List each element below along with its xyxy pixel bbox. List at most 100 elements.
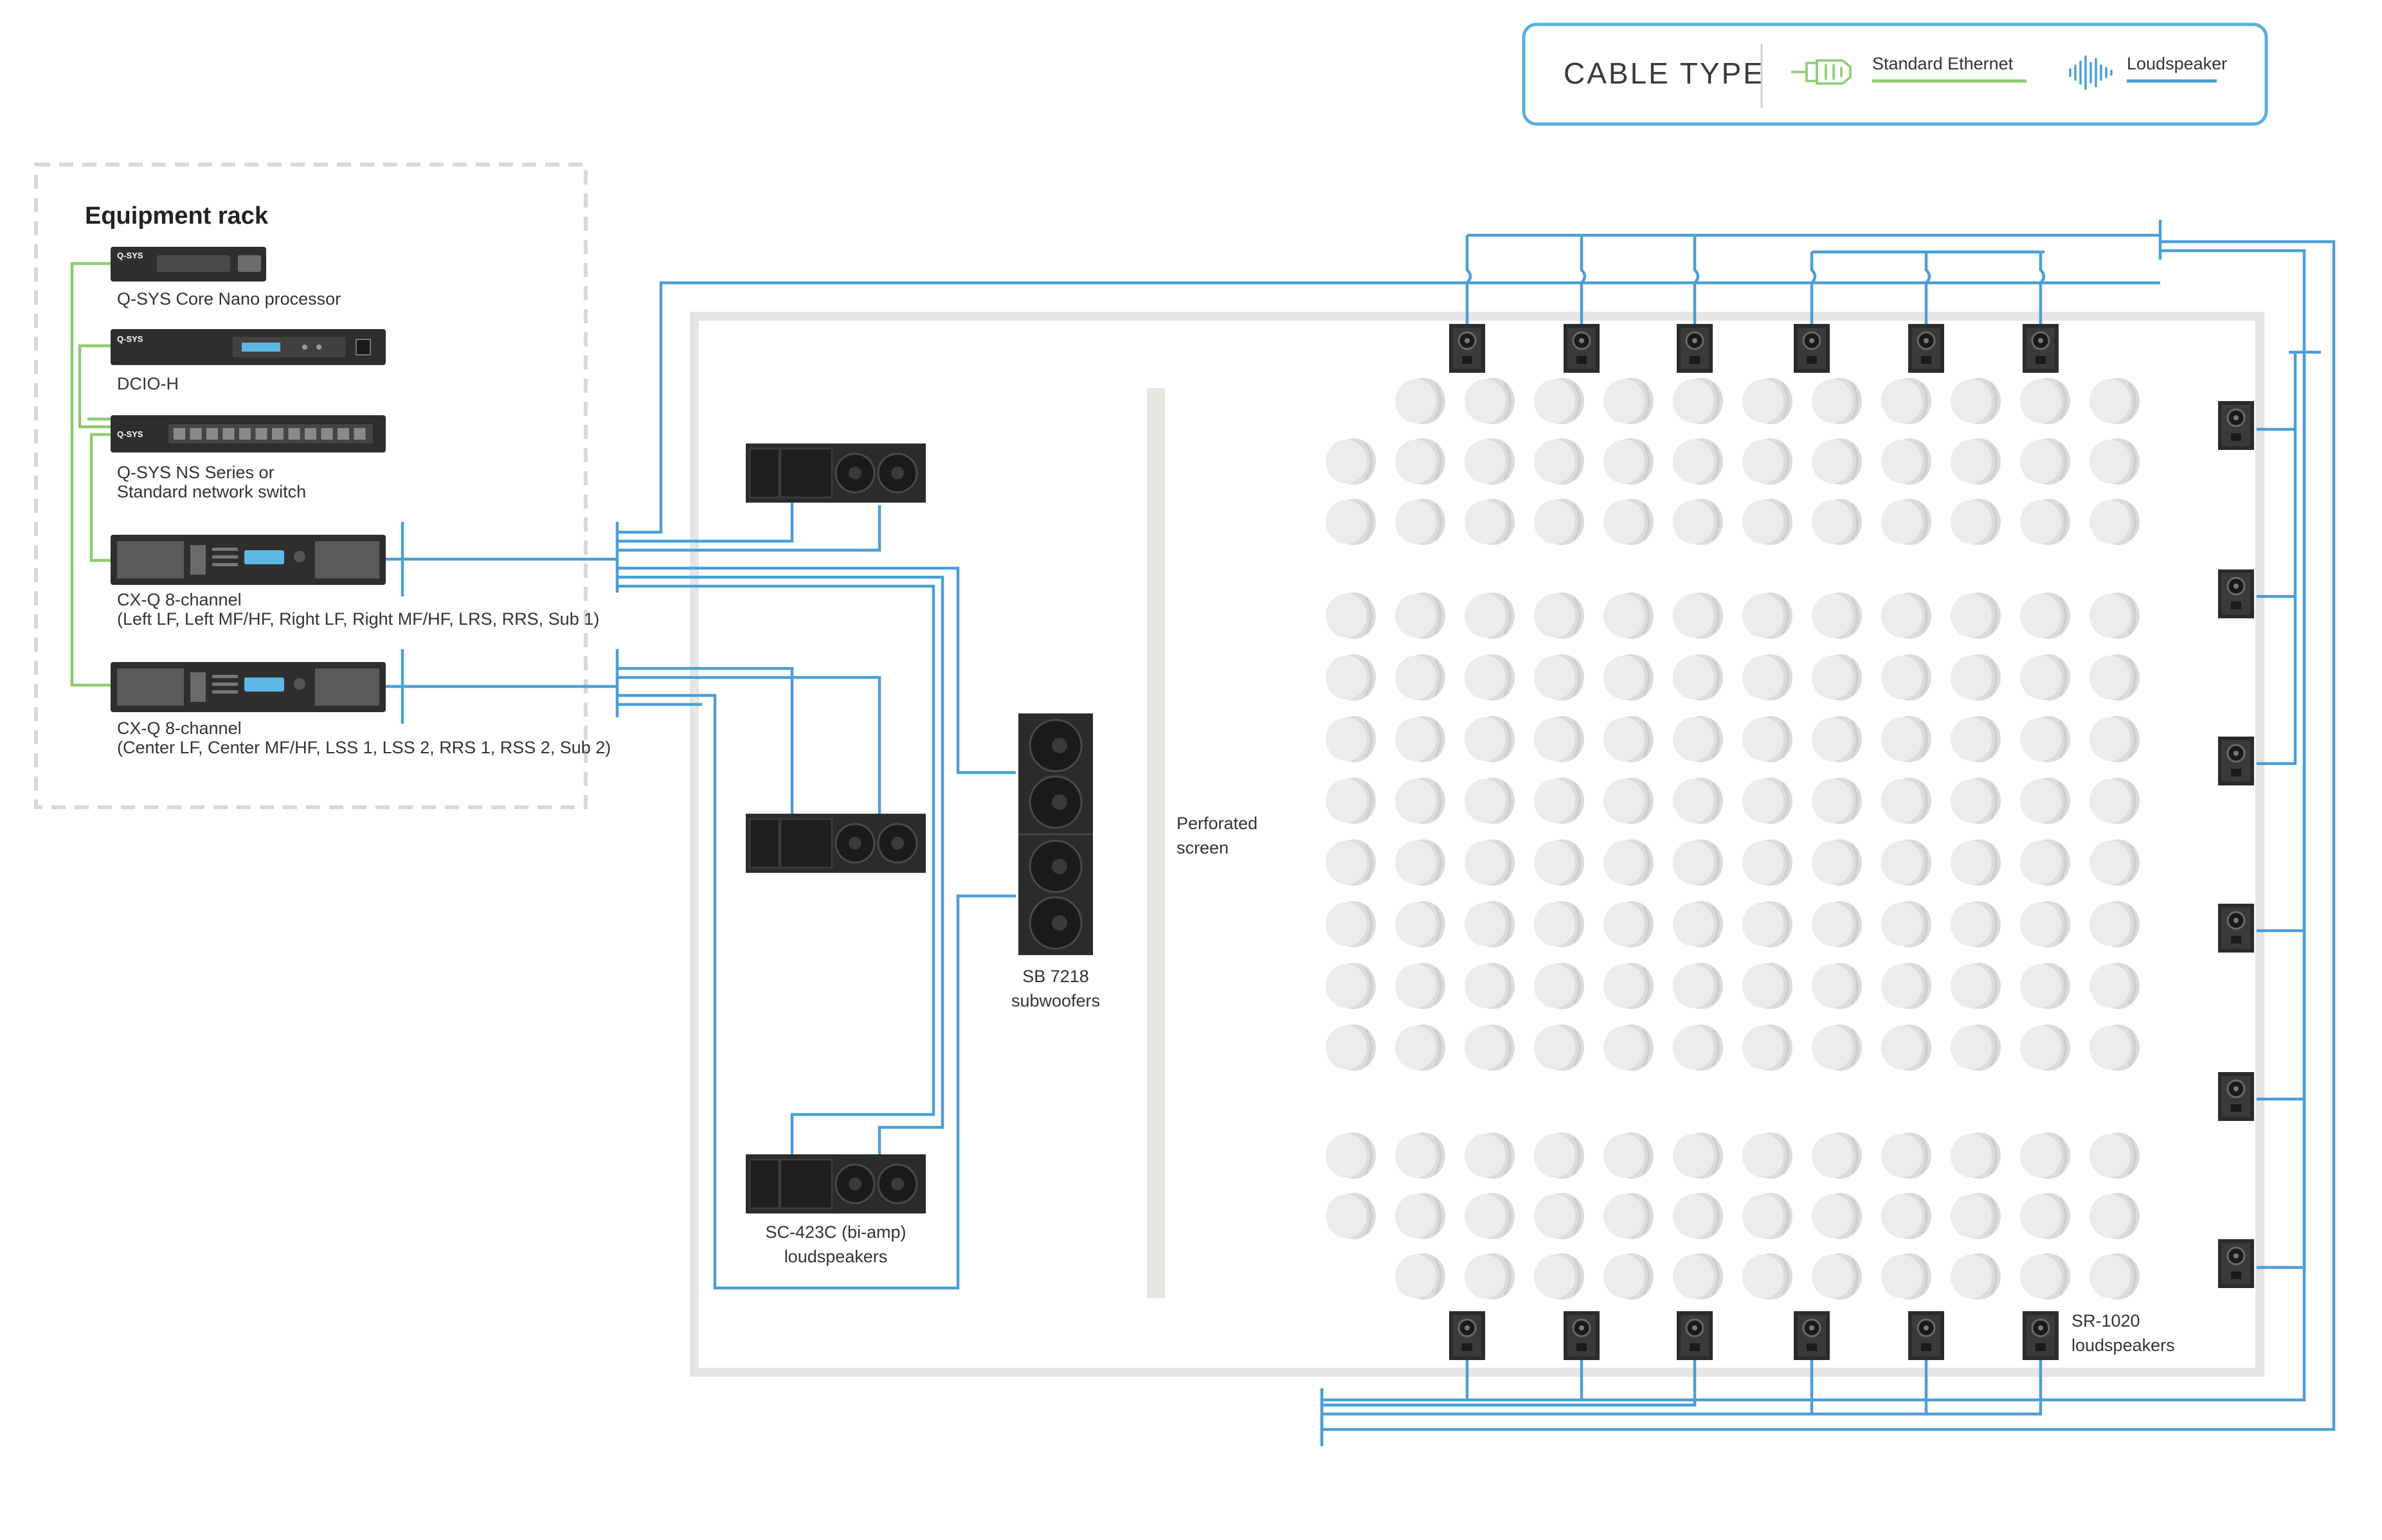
- seat: [1465, 716, 1515, 762]
- woofer-cap: [891, 1177, 904, 1190]
- seat: [1881, 438, 1931, 485]
- seat: [1395, 716, 1445, 762]
- seat: [1326, 654, 1376, 701]
- surround-speaker-right: [2218, 1072, 2254, 1121]
- seat: [1326, 1193, 1376, 1239]
- loudspeaker-cables: [386, 220, 2336, 1446]
- sc-423c-right-speaker: [746, 1154, 926, 1213]
- seat: [1395, 1025, 1445, 1071]
- amp1-display: [244, 550, 284, 564]
- surround-speaker-right: [2218, 401, 2254, 450]
- seat: [1465, 654, 1515, 701]
- amp1-knob: [294, 551, 305, 562]
- screen-label-line2: screen: [1177, 838, 1229, 857]
- surround-speaker-top: [2023, 324, 2059, 373]
- seat: [1603, 438, 1654, 485]
- switch-port-icon: [272, 428, 284, 440]
- audience-seating: [1326, 378, 2140, 1300]
- seat: [1395, 378, 1445, 424]
- dcio-h-knob: [302, 345, 307, 350]
- seat: [1951, 654, 2001, 701]
- seat: [1812, 1133, 1862, 1179]
- seat: [1881, 1253, 1931, 1300]
- switch-port-icon: [288, 428, 300, 440]
- seat: [1673, 963, 1723, 1009]
- seat: [1951, 593, 2001, 639]
- surround-speaker-right: [2218, 1239, 2254, 1288]
- seat: [1881, 1133, 1931, 1179]
- amp1-handle: [190, 545, 206, 575]
- seat: [2089, 1253, 2140, 1300]
- seat: [1326, 593, 1376, 639]
- seat: [2020, 901, 2070, 947]
- surround-speaker-top: [1677, 324, 1713, 373]
- seat: [1812, 963, 1862, 1009]
- horn-icon: [748, 447, 833, 499]
- seat: [1881, 716, 1931, 762]
- seat: [1673, 438, 1723, 485]
- seat: [1951, 1025, 2001, 1071]
- seat: [2020, 654, 2070, 701]
- dcio-h-device: Q-SYS: [111, 329, 386, 365]
- seat: [1812, 778, 1862, 824]
- amp2-label-line1: CX-Q 8-channel: [117, 719, 242, 738]
- seat: [2020, 839, 2070, 886]
- sc-423c-center-speaker: [746, 814, 926, 873]
- seat: [1881, 901, 1931, 947]
- switch-port-icon: [190, 428, 202, 440]
- seat: [2020, 438, 2070, 485]
- surround-speaker-bottom: [1908, 1311, 1944, 1360]
- seat: [1603, 593, 1654, 639]
- seat: [1742, 378, 1792, 424]
- seat: [1395, 963, 1445, 1009]
- seat: [2089, 499, 2140, 545]
- amp2-knob: [294, 678, 305, 690]
- seat: [1673, 901, 1723, 947]
- seat: [2020, 378, 2070, 424]
- amp1-grille-left: [117, 541, 184, 578]
- seat: [1742, 716, 1792, 762]
- legend-speaker-label: Loudspeaker: [2127, 54, 2227, 73]
- seat: [1326, 778, 1376, 824]
- seat: [1395, 593, 1445, 639]
- surround-speaker-top: [1794, 324, 1830, 373]
- ethernet-plug-icon: [1791, 59, 1852, 85]
- seat: [1603, 901, 1654, 947]
- seat: [1395, 839, 1445, 886]
- seat: [1951, 499, 2001, 545]
- seat: [1951, 1253, 2001, 1300]
- seat: [1673, 1193, 1723, 1239]
- seat: [1395, 1133, 1445, 1179]
- surround-speaker-bottom: [1564, 1311, 1600, 1360]
- seat: [1951, 438, 2001, 485]
- seat: [1326, 963, 1376, 1009]
- seat: [1812, 839, 1862, 886]
- seat: [1742, 778, 1792, 824]
- seat: [1326, 839, 1376, 886]
- switch-ports: [174, 428, 366, 440]
- seat: [2020, 716, 2070, 762]
- seat: [1603, 378, 1654, 424]
- seat: [1465, 438, 1515, 485]
- seat: [1603, 1133, 1654, 1179]
- screen-label-line1: Perforated: [1177, 814, 1258, 833]
- seat: [1465, 499, 1515, 545]
- seat: [1673, 778, 1723, 824]
- seat: [1534, 901, 1584, 947]
- dcio-h-knob: [316, 345, 321, 350]
- switch-port-icon: [305, 428, 316, 440]
- amp1-label-line2: (Left LF, Left MF/HF, Right LF, Right MF…: [117, 609, 599, 629]
- seat: [1951, 901, 2001, 947]
- seat: [1603, 716, 1654, 762]
- amp2-led-row: [212, 690, 238, 694]
- core-nano-display: [157, 255, 230, 272]
- seat: [1326, 499, 1376, 545]
- seat: [1603, 654, 1654, 701]
- seat: [1742, 438, 1792, 485]
- seat: [1603, 1025, 1654, 1071]
- seat: [1812, 593, 1862, 639]
- dcio-h-brand: Q-SYS: [117, 334, 143, 344]
- soundwave-icon: [2069, 55, 2113, 90]
- seat: [1812, 1025, 1862, 1071]
